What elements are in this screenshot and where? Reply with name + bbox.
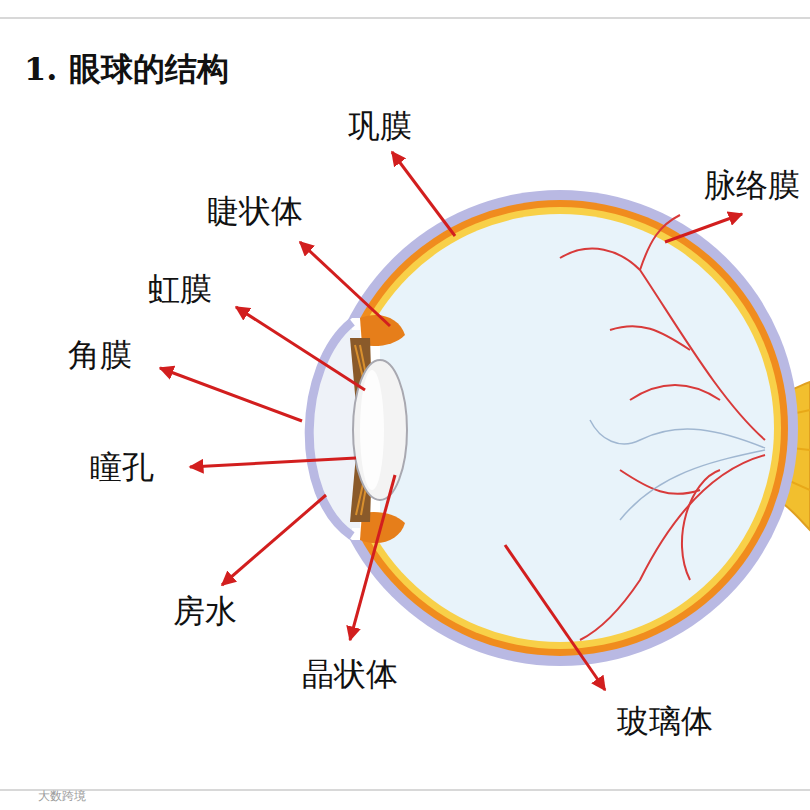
frame-line <box>0 789 810 791</box>
part-label: 角膜 <box>68 334 132 378</box>
part-label: 晶状体 <box>302 653 398 697</box>
part-label: 房水 <box>173 590 237 634</box>
blood-vessels <box>560 215 765 640</box>
vitreous-body <box>346 214 774 642</box>
part-label: 睫状体 <box>207 190 303 234</box>
choroid <box>332 200 788 656</box>
part-label: 瞳孔 <box>90 446 154 490</box>
retina <box>339 207 781 649</box>
sclera <box>322 190 798 666</box>
lens <box>353 360 407 500</box>
part-label: 脉络膜 <box>704 164 800 208</box>
watermark: 大数跨境 <box>38 788 86 805</box>
frame-line <box>0 17 810 19</box>
part-label: 巩膜 <box>348 105 412 149</box>
leader-arrow <box>160 152 742 690</box>
diagram-title: 1. 眼球的结构 <box>24 48 229 92</box>
part-label: 虹膜 <box>148 268 212 312</box>
part-label: 玻璃体 <box>617 700 713 744</box>
